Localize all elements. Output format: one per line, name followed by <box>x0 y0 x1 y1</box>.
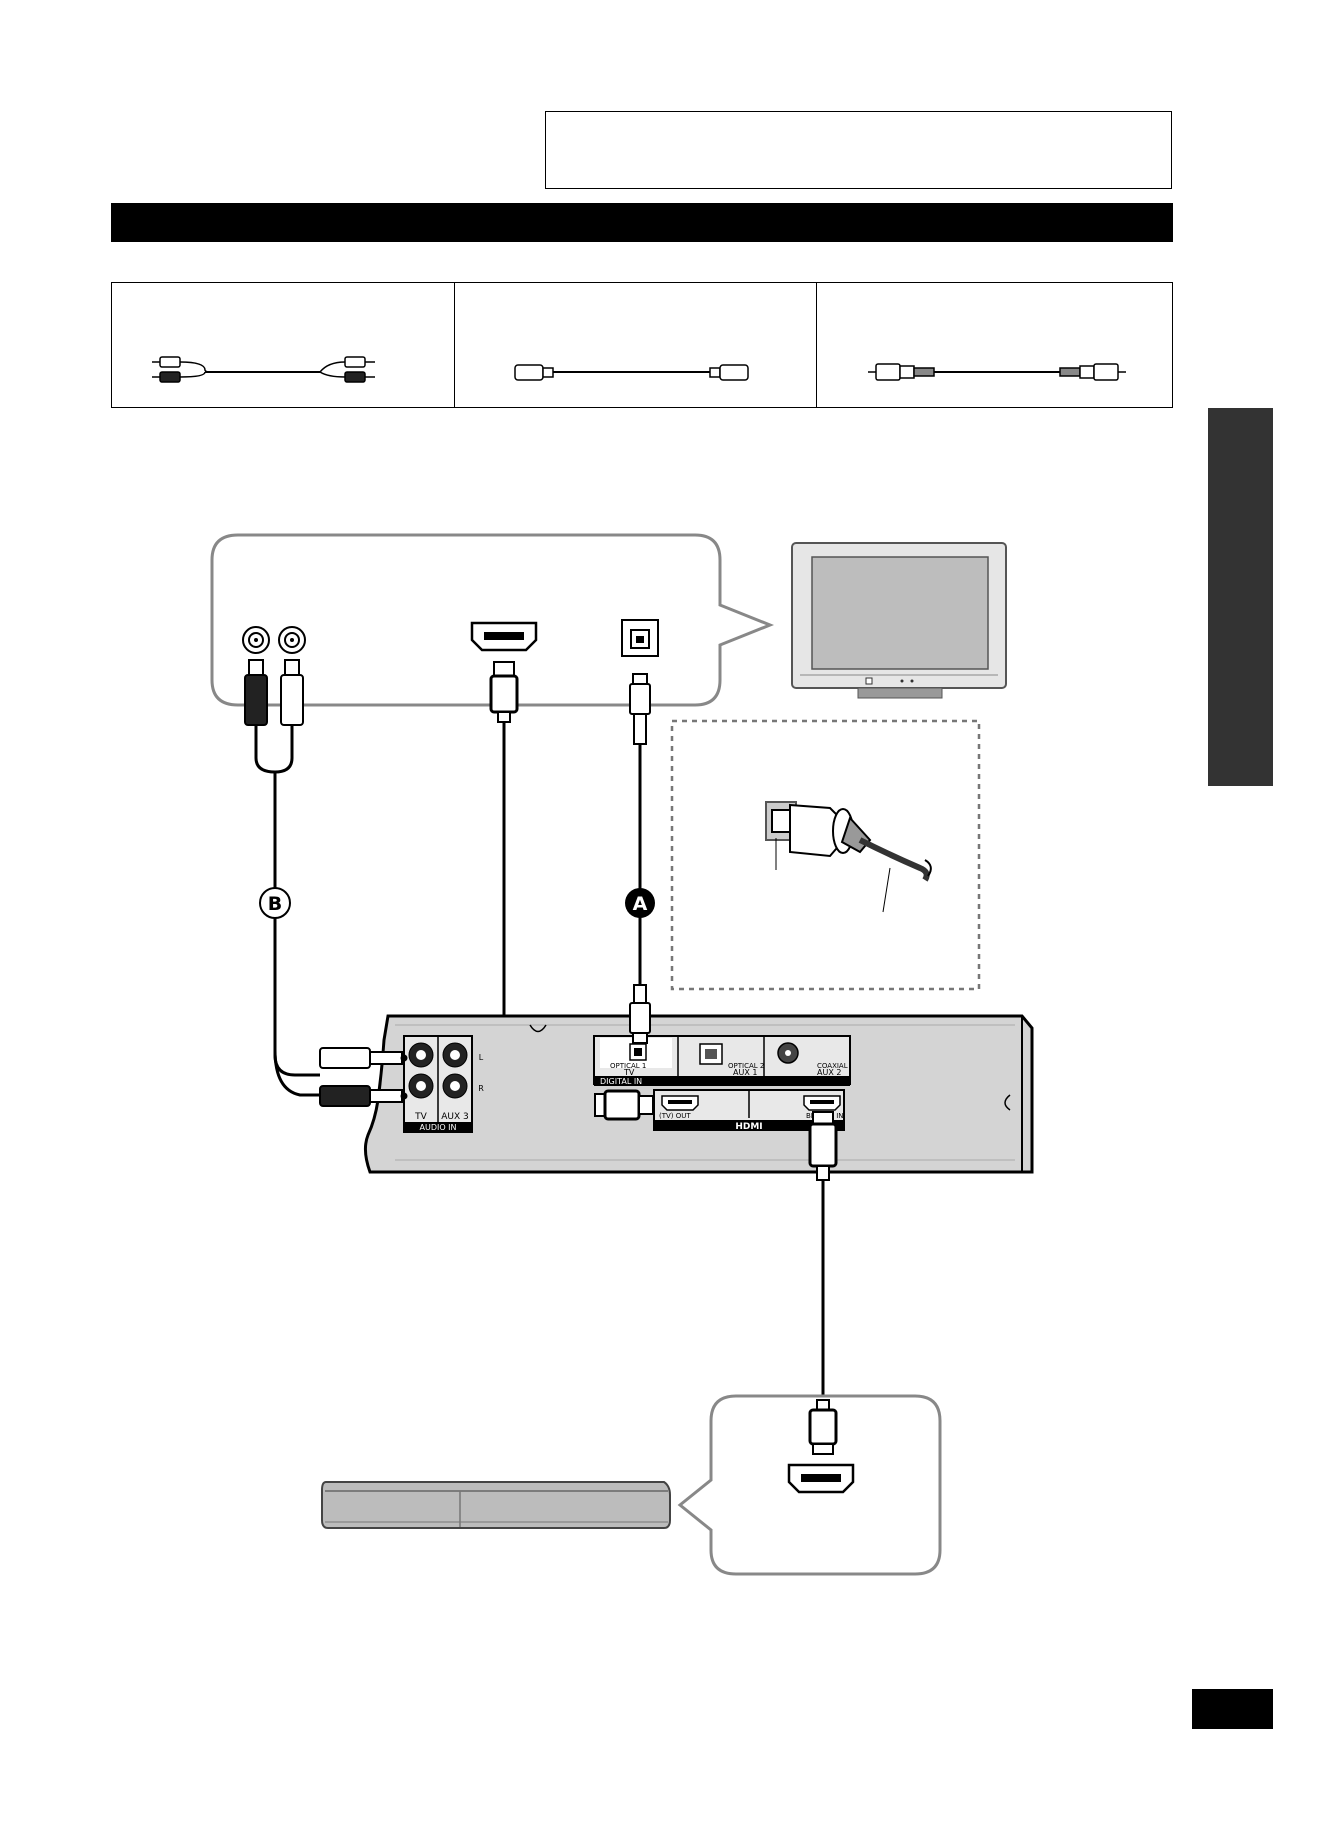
hdmi-logo: HDMI <box>735 1122 762 1132</box>
audio-in-right-mark: R <box>478 1084 484 1093</box>
side-chapter-tab <box>1208 408 1273 786</box>
cable-a-marker: A <box>625 888 655 918</box>
hdmi-cable-icon <box>514 364 749 381</box>
hdmi-plug-receiver-bdin <box>808 1111 838 1181</box>
optical1-label: OPTICAL 1 <box>610 1062 646 1070</box>
cable-table-divider <box>454 283 455 407</box>
optical-plug-tv-side <box>629 673 651 745</box>
hdmi-plug-tv-side <box>489 661 519 723</box>
bd-hdmi-port <box>787 1463 855 1494</box>
power-plug-illustration <box>765 801 932 913</box>
rca-plugs-receiver-side <box>319 1047 408 1107</box>
hdmi-tv-out-label: (TV) OUT <box>659 1112 691 1120</box>
audio-in-left-mark: L <box>479 1053 484 1062</box>
tv-illustration <box>791 542 1007 699</box>
power-cord-box <box>670 719 981 991</box>
tv-optical-port <box>621 619 659 657</box>
cable-table <box>111 282 1173 408</box>
bd-hdmi-plug <box>808 1399 838 1455</box>
section-title-bar <box>111 203 1173 242</box>
audio-in-group-label: AUDIO IN <box>419 1123 456 1132</box>
coaxial-source: AUX 2 <box>817 1068 841 1077</box>
bd-player-illustration <box>321 1481 671 1529</box>
optical1-source: TV <box>623 1068 635 1077</box>
audio-in-block: TV AUX 3 AUDIO IN L R <box>403 1035 484 1133</box>
page-number-tab <box>1192 1689 1273 1729</box>
optical-plug-receiver-side <box>629 984 651 1044</box>
optical2-source: AUX 1 <box>733 1068 757 1077</box>
receiver-hdmi-block: (TV) OUT BD/DVD IN HDMI <box>653 1089 845 1132</box>
cable-b-marker: B <box>259 887 291 919</box>
optical-cable-icon <box>868 363 1126 381</box>
tv-rear-callout <box>210 533 775 707</box>
coaxial-label: COAXIAL <box>817 1062 848 1070</box>
digital-in-group-label: DIGITAL IN <box>600 1077 642 1086</box>
notice-box <box>545 111 1172 189</box>
optical2-label: OPTICAL 2 <box>728 1062 764 1070</box>
cable-a-label: A <box>633 893 648 915</box>
audio-in-aux3-label: AUX 3 <box>441 1112 469 1122</box>
hdmi-plug-receiver-tvout <box>594 1089 654 1121</box>
cable-table-divider <box>816 283 817 407</box>
digital-in-block: OPTICAL 1 TV OPTICAL 2 AUX 1 COAXIAL AUX… <box>593 1035 851 1086</box>
audio-cable-icon <box>152 356 375 383</box>
cable-b-line <box>273 772 320 1077</box>
tv-hdmi-port <box>470 621 538 652</box>
tv-audio-out-jacks <box>242 626 306 654</box>
cable-b-label: B <box>268 893 282 915</box>
audio-in-tv-label: TV <box>414 1112 427 1122</box>
